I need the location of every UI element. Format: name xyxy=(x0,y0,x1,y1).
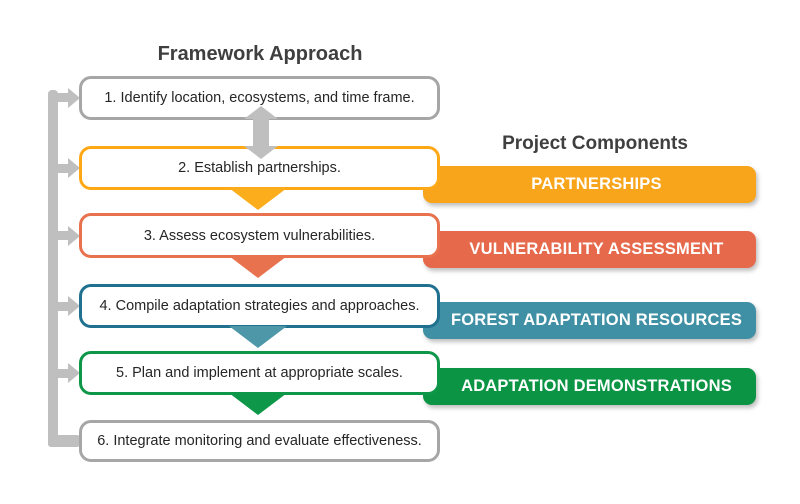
step-box-partnerships: 2. Establish partnerships. xyxy=(79,146,440,190)
feedback-arrow-icon xyxy=(68,296,80,316)
forest-adaptation-resources-banner-label: FOREST ADAPTATION RESOURCES xyxy=(450,311,743,329)
feedback-arrow-icon xyxy=(68,226,80,246)
feedback-loop-vertical-line xyxy=(48,90,58,447)
adaptation-demonstrations-banner: ADAPTATION DEMONSTRATIONS xyxy=(423,368,756,405)
step-label: 1. Identify location, ecosystems, and ti… xyxy=(104,90,415,106)
feedback-arrow-shaft xyxy=(56,93,69,102)
vulnerability-assessment-banner-label: VULNERABILITY ASSESSMENT xyxy=(469,240,724,258)
step-label: 5. Plan and implement at appropriate sca… xyxy=(116,365,403,381)
partnerships-banner: PARTNERSHIPS xyxy=(423,166,756,203)
feedback-arrow-icon xyxy=(68,158,80,178)
feedback-arrow-shaft xyxy=(56,369,69,378)
down-arrow-icon-step2-to-step3 xyxy=(229,188,287,210)
framework-approach-title: Framework Approach xyxy=(157,43,363,65)
feedback-arrow-icon xyxy=(68,363,80,383)
step-box-integrate-monitoring: 6. Integrate monitoring and evaluate eff… xyxy=(79,420,440,462)
step-box-assess-vulnerabilities: 3. Assess ecosystem vulnerabilities. xyxy=(79,213,440,258)
step-label: 2. Establish partnerships. xyxy=(178,160,341,176)
vulnerability-assessment-banner: VULNERABILITY ASSESSMENT xyxy=(423,231,756,268)
step-label: 3. Assess ecosystem vulnerabilities. xyxy=(143,227,376,244)
down-arrow-icon-step5-to-step6 xyxy=(229,393,287,415)
down-arrow-icon-step3-to-step4 xyxy=(229,256,287,278)
step-box-plan-implement: 5. Plan and implement at appropriate sca… xyxy=(79,351,440,395)
step-label: 4. Compile adaptation strategies and app… xyxy=(99,298,420,314)
project-components-title: Project Components xyxy=(502,133,688,154)
bidirectional-arrow-shaft xyxy=(253,119,269,146)
adaptation-demonstrations-banner-label: ADAPTATION DEMONSTRATIONS xyxy=(461,377,732,395)
bidirectional-arrow-up-icon xyxy=(244,106,278,119)
feedback-arrow-shaft xyxy=(56,302,69,311)
down-arrow-icon-step4-to-step5 xyxy=(229,326,287,348)
feedback-arrow-icon xyxy=(68,88,80,108)
step-label: 6. Integrate monitoring and evaluate eff… xyxy=(97,433,422,449)
feedback-arrow-shaft xyxy=(56,231,69,240)
feedback-loop-bottom-segment xyxy=(48,435,80,447)
partnerships-banner-label: PARTNERSHIPS xyxy=(531,175,662,193)
forest-adaptation-resources-banner: FOREST ADAPTATION RESOURCES xyxy=(423,302,756,339)
bidirectional-arrow-down-icon xyxy=(244,146,278,159)
feedback-arrow-shaft xyxy=(56,164,69,173)
step-box-compile-strategies: 4. Compile adaptation strategies and app… xyxy=(79,284,440,328)
